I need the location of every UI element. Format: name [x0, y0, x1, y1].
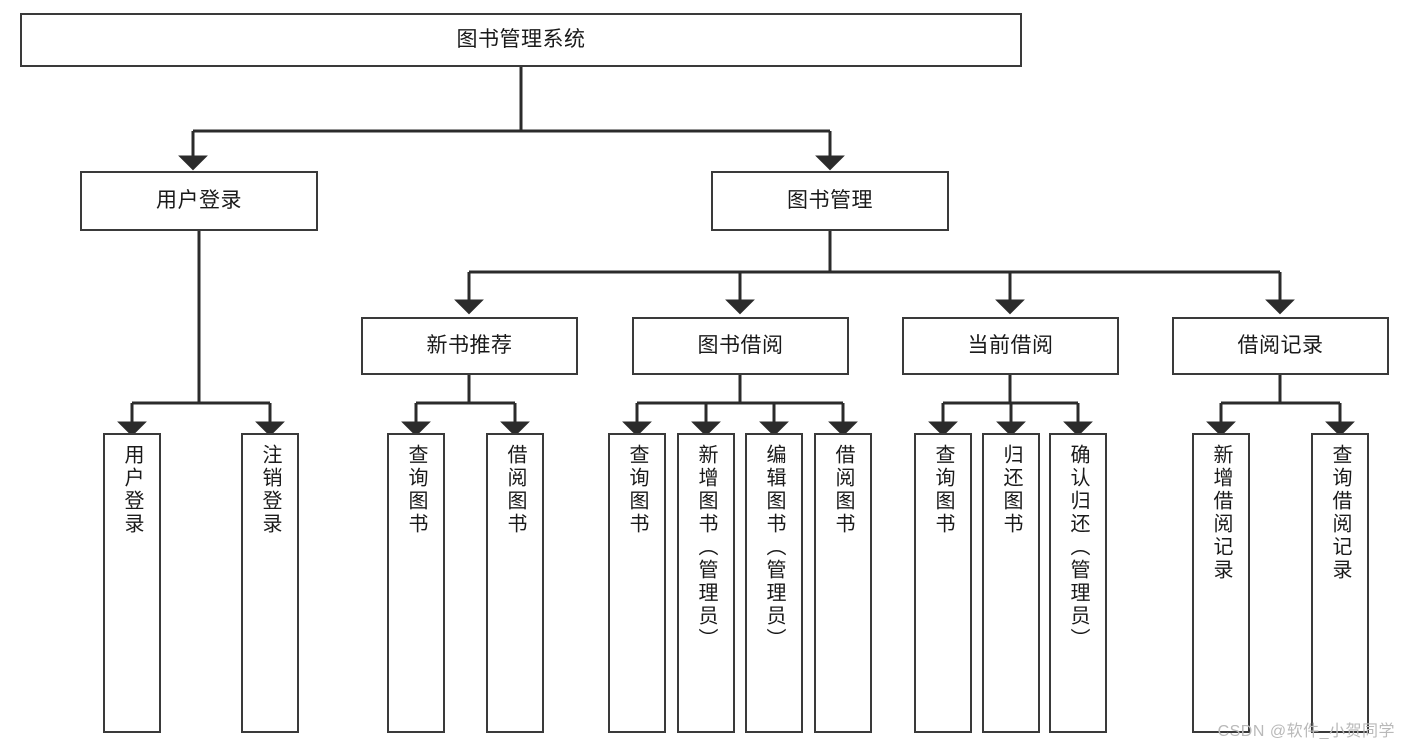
leaf-borrow-record-query-label: 查询借阅记录 [1329, 444, 1351, 582]
leaf-current-borrow-query[interactable]: 查询图书 [914, 433, 972, 733]
leaf-current-borrow-confirm[interactable]: 确认归还（管理员） [1049, 433, 1107, 733]
node-user-login-label: 用户登录 [156, 188, 242, 212]
node-book-borrow-label: 图书借阅 [697, 333, 784, 357]
leaf-user-login-signin-label: 用户登录 [121, 444, 143, 536]
leaf-new-book-borrow[interactable]: 借阅图书 [486, 433, 544, 733]
leaf-book-borrow-add[interactable]: 新增图书（管理员） [677, 433, 735, 733]
leaf-new-book-borrow-label: 借阅图书 [504, 444, 526, 536]
leaf-borrow-record-add-label: 新增借阅记录 [1210, 444, 1232, 582]
leaf-new-book-query[interactable]: 查询图书 [387, 433, 445, 733]
node-new-book-recommend-label: 新书推荐 [426, 333, 513, 357]
node-current-borrow-label: 当前借阅 [967, 333, 1054, 357]
node-borrow-record[interactable]: 借阅记录 [1172, 317, 1389, 375]
leaf-book-borrow-query-label: 查询图书 [626, 444, 648, 536]
node-current-borrow[interactable]: 当前借阅 [902, 317, 1119, 375]
node-root-system-label: 图书管理系统 [456, 27, 586, 51]
node-book-manage[interactable]: 图书管理 [711, 171, 949, 231]
leaf-book-borrow-query[interactable]: 查询图书 [608, 433, 666, 733]
node-user-login[interactable]: 用户登录 [80, 171, 318, 231]
node-book-borrow[interactable]: 图书借阅 [632, 317, 849, 375]
node-root-system[interactable]: 图书管理系统 [20, 13, 1022, 67]
leaf-user-login-signout-label: 注销登录 [259, 444, 281, 536]
leaf-current-borrow-return-label: 归还图书 [1000, 444, 1022, 536]
leaf-current-borrow-confirm-label: 确认归还（管理员） [1067, 444, 1089, 651]
leaf-book-borrow-lend[interactable]: 借阅图书 [814, 433, 872, 733]
leaf-new-book-query-label: 查询图书 [405, 444, 427, 536]
leaf-book-borrow-add-label: 新增图书（管理员） [695, 444, 717, 651]
leaf-borrow-record-add[interactable]: 新增借阅记录 [1192, 433, 1250, 733]
node-book-manage-label: 图书管理 [787, 188, 873, 212]
leaf-book-borrow-edit[interactable]: 编辑图书（管理员） [745, 433, 803, 733]
leaf-user-login-signout[interactable]: 注销登录 [241, 433, 299, 733]
node-new-book-recommend[interactable]: 新书推荐 [361, 317, 578, 375]
leaf-user-login-signin[interactable]: 用户登录 [103, 433, 161, 733]
leaf-book-borrow-lend-label: 借阅图书 [832, 444, 854, 536]
leaf-current-borrow-query-label: 查询图书 [932, 444, 954, 536]
node-borrow-record-label: 借阅记录 [1237, 333, 1324, 357]
leaf-book-borrow-edit-label: 编辑图书（管理员） [763, 444, 785, 651]
leaf-borrow-record-query[interactable]: 查询借阅记录 [1311, 433, 1369, 733]
leaf-current-borrow-return[interactable]: 归还图书 [982, 433, 1040, 733]
